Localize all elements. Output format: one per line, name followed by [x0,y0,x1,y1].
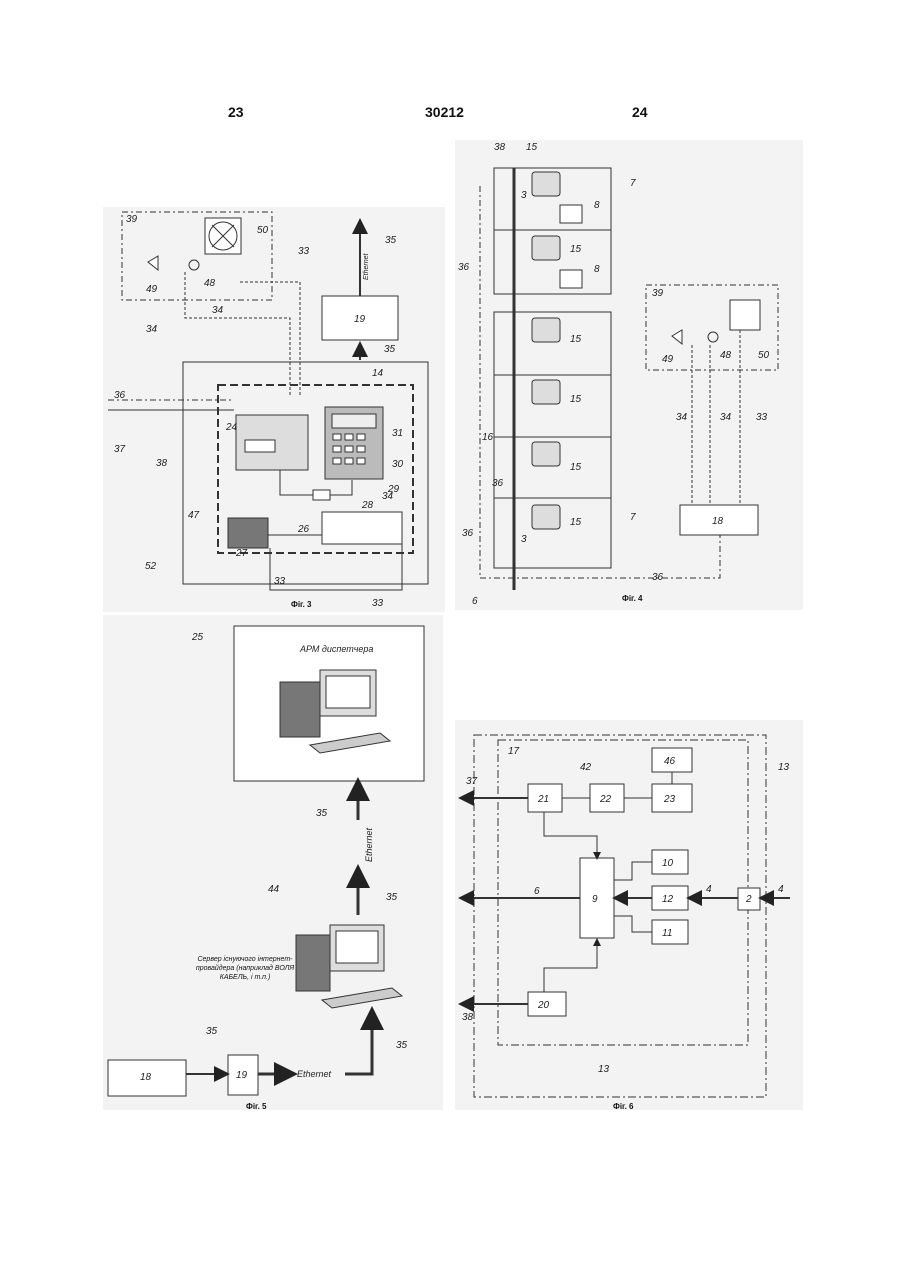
fig6-label-23: 23 [663,794,676,805]
fig3-label-33b: 33 [274,576,286,587]
fig6-label-22: 22 [599,794,612,805]
fig4-label-39: 39 [652,288,664,299]
fig6-label-21: 21 [537,794,549,805]
fig5-label-35a: 35 [316,808,328,819]
fig5-label-19: 19 [236,1070,248,1081]
fig5-label-18: 18 [140,1072,152,1083]
fig4-diagram [480,168,778,590]
fig4-label-15c: 15 [570,334,582,345]
fig5-caption: Фіг. 5 [246,1102,266,1111]
fig3-label-36: 36 [114,390,126,401]
fig4-label-3b: 3 [521,534,527,545]
fig3-label-52: 52 [145,561,157,572]
fig3-label-34: 34 [146,324,158,335]
fig3-label-47: 47 [188,510,200,521]
fig3-diagram [108,212,428,590]
fig3-label-27: 27 [235,548,248,559]
arm-title: АРМ диспетчера [299,644,373,654]
fig4-label-15: 15 [526,142,538,153]
fig6-label-2: 2 [745,894,752,905]
fig6-label-4b: 4 [778,884,784,895]
fig6-label-13b: 13 [598,1064,610,1075]
fig4-label-50: 50 [758,350,770,361]
fig3-label-14: 14 [372,368,384,379]
fig6-label-37: 37 [466,776,478,787]
fig4-label-15f: 15 [570,517,582,528]
fig4-label-15e: 15 [570,462,582,473]
fig6-caption: Фіг. 6 [613,1102,633,1111]
fig3-label-33: 33 [298,246,310,257]
fig6-label-38: 38 [462,1012,474,1023]
fig6-label-13: 13 [778,762,790,773]
fig3-label-35b: 35 [384,344,396,355]
fig4-label-7b: 7 [630,512,636,523]
fig4-label-34: 34 [676,412,688,423]
fig3-label-24: 24 [225,422,238,433]
fig6-label-10: 10 [662,858,674,869]
fig4-label-16: 16 [482,432,494,443]
fig3-label-26: 26 [297,524,310,535]
fig3-label-34c: 34 [382,491,394,502]
fig6-label-20: 20 [537,1000,550,1011]
fig6-label-6: 6 [534,886,540,897]
fig3-label-31: 31 [392,428,403,439]
fig4-label-34b: 34 [720,412,732,423]
fig4-label-48: 48 [720,350,732,361]
fig4-label-8: 8 [594,200,600,211]
fig4-label-6: 6 [472,596,478,607]
fig6-label-4a: 4 [706,884,712,895]
fig3-label-37: 37 [114,444,126,455]
fig6-label-9: 9 [592,894,598,905]
fig4-label-8b: 8 [594,264,600,275]
fig3-label-28: 28 [361,500,374,511]
fig4-label-49: 49 [662,354,674,365]
fig5-label-25: 25 [191,632,204,643]
fig4-label-15d: 15 [570,394,582,405]
fig4-label-18: 18 [712,516,724,527]
fig5-label-44: 44 [268,884,280,895]
fig6-diagram [462,735,790,1097]
fig3-label-19: 19 [354,314,366,325]
fig3-label-34b: 34 [212,305,224,316]
fig3-ethernet-label: Ethernet [363,252,370,280]
fig3-label-50: 50 [257,225,269,236]
fig5-label-35d: 35 [396,1040,408,1051]
fig3-label-33c: 33 [372,598,384,609]
fig4-label-36b: 36 [492,478,504,489]
fig6-label-17: 17 [508,746,520,757]
fig5-diagram [108,626,424,1096]
fig5-label-35b: 35 [386,892,398,903]
fig3-label-39: 39 [126,214,138,225]
fig4-caption: Фіг. 4 [622,594,642,603]
fig3-label-38: 38 [156,458,168,469]
fig3-label-48: 48 [204,278,216,289]
fig5-label-35c: 35 [206,1026,218,1037]
fig6-label-46: 46 [664,756,676,767]
fig4-label-36: 36 [458,262,470,273]
fig4-label-38: 38 [494,142,506,153]
fig3-label-35: 35 [385,235,397,246]
fig3-label-30: 30 [392,459,404,470]
fig4-label-15b: 15 [570,244,582,255]
fig5-ethernet-vertical: Ethernet [364,827,374,862]
fig4-label-3: 3 [521,190,527,201]
fig4-label-36c: 36 [462,528,474,539]
fig3-caption: Фіг. 3 [291,600,311,609]
fig5-ethernet-horizontal: Ethernet [297,1069,332,1079]
fig4-label-7: 7 [630,178,636,189]
server-caption: Сервер існуючого інтернет-провайдера (на… [190,955,300,982]
fig3-label-49: 49 [146,284,158,295]
fig4-label-33: 33 [756,412,768,423]
fig6-label-11: 11 [662,928,672,939]
fig6-label-12: 12 [662,894,674,905]
fig4-label-36d: 36 [652,572,664,583]
fig6-label-42: 42 [580,762,592,773]
